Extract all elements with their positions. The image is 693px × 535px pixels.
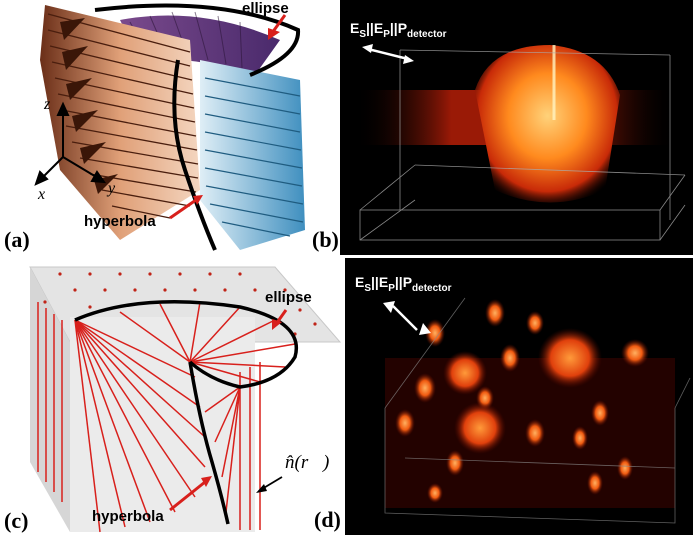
axis-y-label: y: [108, 180, 116, 197]
panel-c: ellipse n̂(r⃗) hyperbola (c): [0, 262, 345, 535]
polarization-label-d: ES||EP||Pdetector: [355, 274, 452, 294]
hyperbola-label-a: hyperbola: [84, 213, 156, 230]
normal-vector-label: n̂(r⃗): [285, 452, 330, 473]
panel-a-illustration: [34, 3, 305, 251]
panel-b: ES||EP||Pdetector: [340, 0, 693, 255]
ellipse-curve-c: [74, 300, 298, 389]
panel-d-volume-render: [384, 297, 691, 524]
axis-x-label: x: [38, 186, 46, 203]
double-arrow-icon-b: [362, 44, 414, 64]
axis-z-label: z: [44, 96, 51, 113]
panel-label-d: (d): [314, 507, 341, 532]
panel-label-b: (b): [312, 227, 339, 252]
polarization-label-b: ES||EP||Pdetector: [350, 20, 447, 40]
panel-d: ES||EP||Pdetector: [345, 258, 693, 535]
hyperbola-label-c: hyperbola: [92, 508, 164, 525]
hyperbola-curve: [172, 59, 217, 251]
double-arrow-icon-d: [383, 301, 431, 335]
ellipse-curve: [94, 3, 301, 77]
coordinate-axes: [34, 101, 107, 186]
ellipse-label-c: ellipse: [265, 289, 312, 306]
panel-a: z x y ellipse hyperbola (a): [0, 0, 345, 262]
ellipse-label-a: ellipse: [242, 0, 289, 17]
panel-c-illustration: [29, 266, 342, 533]
panel-label-a: (a): [4, 227, 30, 252]
panel-label-c: (c): [4, 508, 29, 533]
hyperbola-curve-c: [188, 361, 230, 525]
blue-surface: [200, 60, 305, 250]
panel-b-volume-render: [355, 45, 686, 241]
